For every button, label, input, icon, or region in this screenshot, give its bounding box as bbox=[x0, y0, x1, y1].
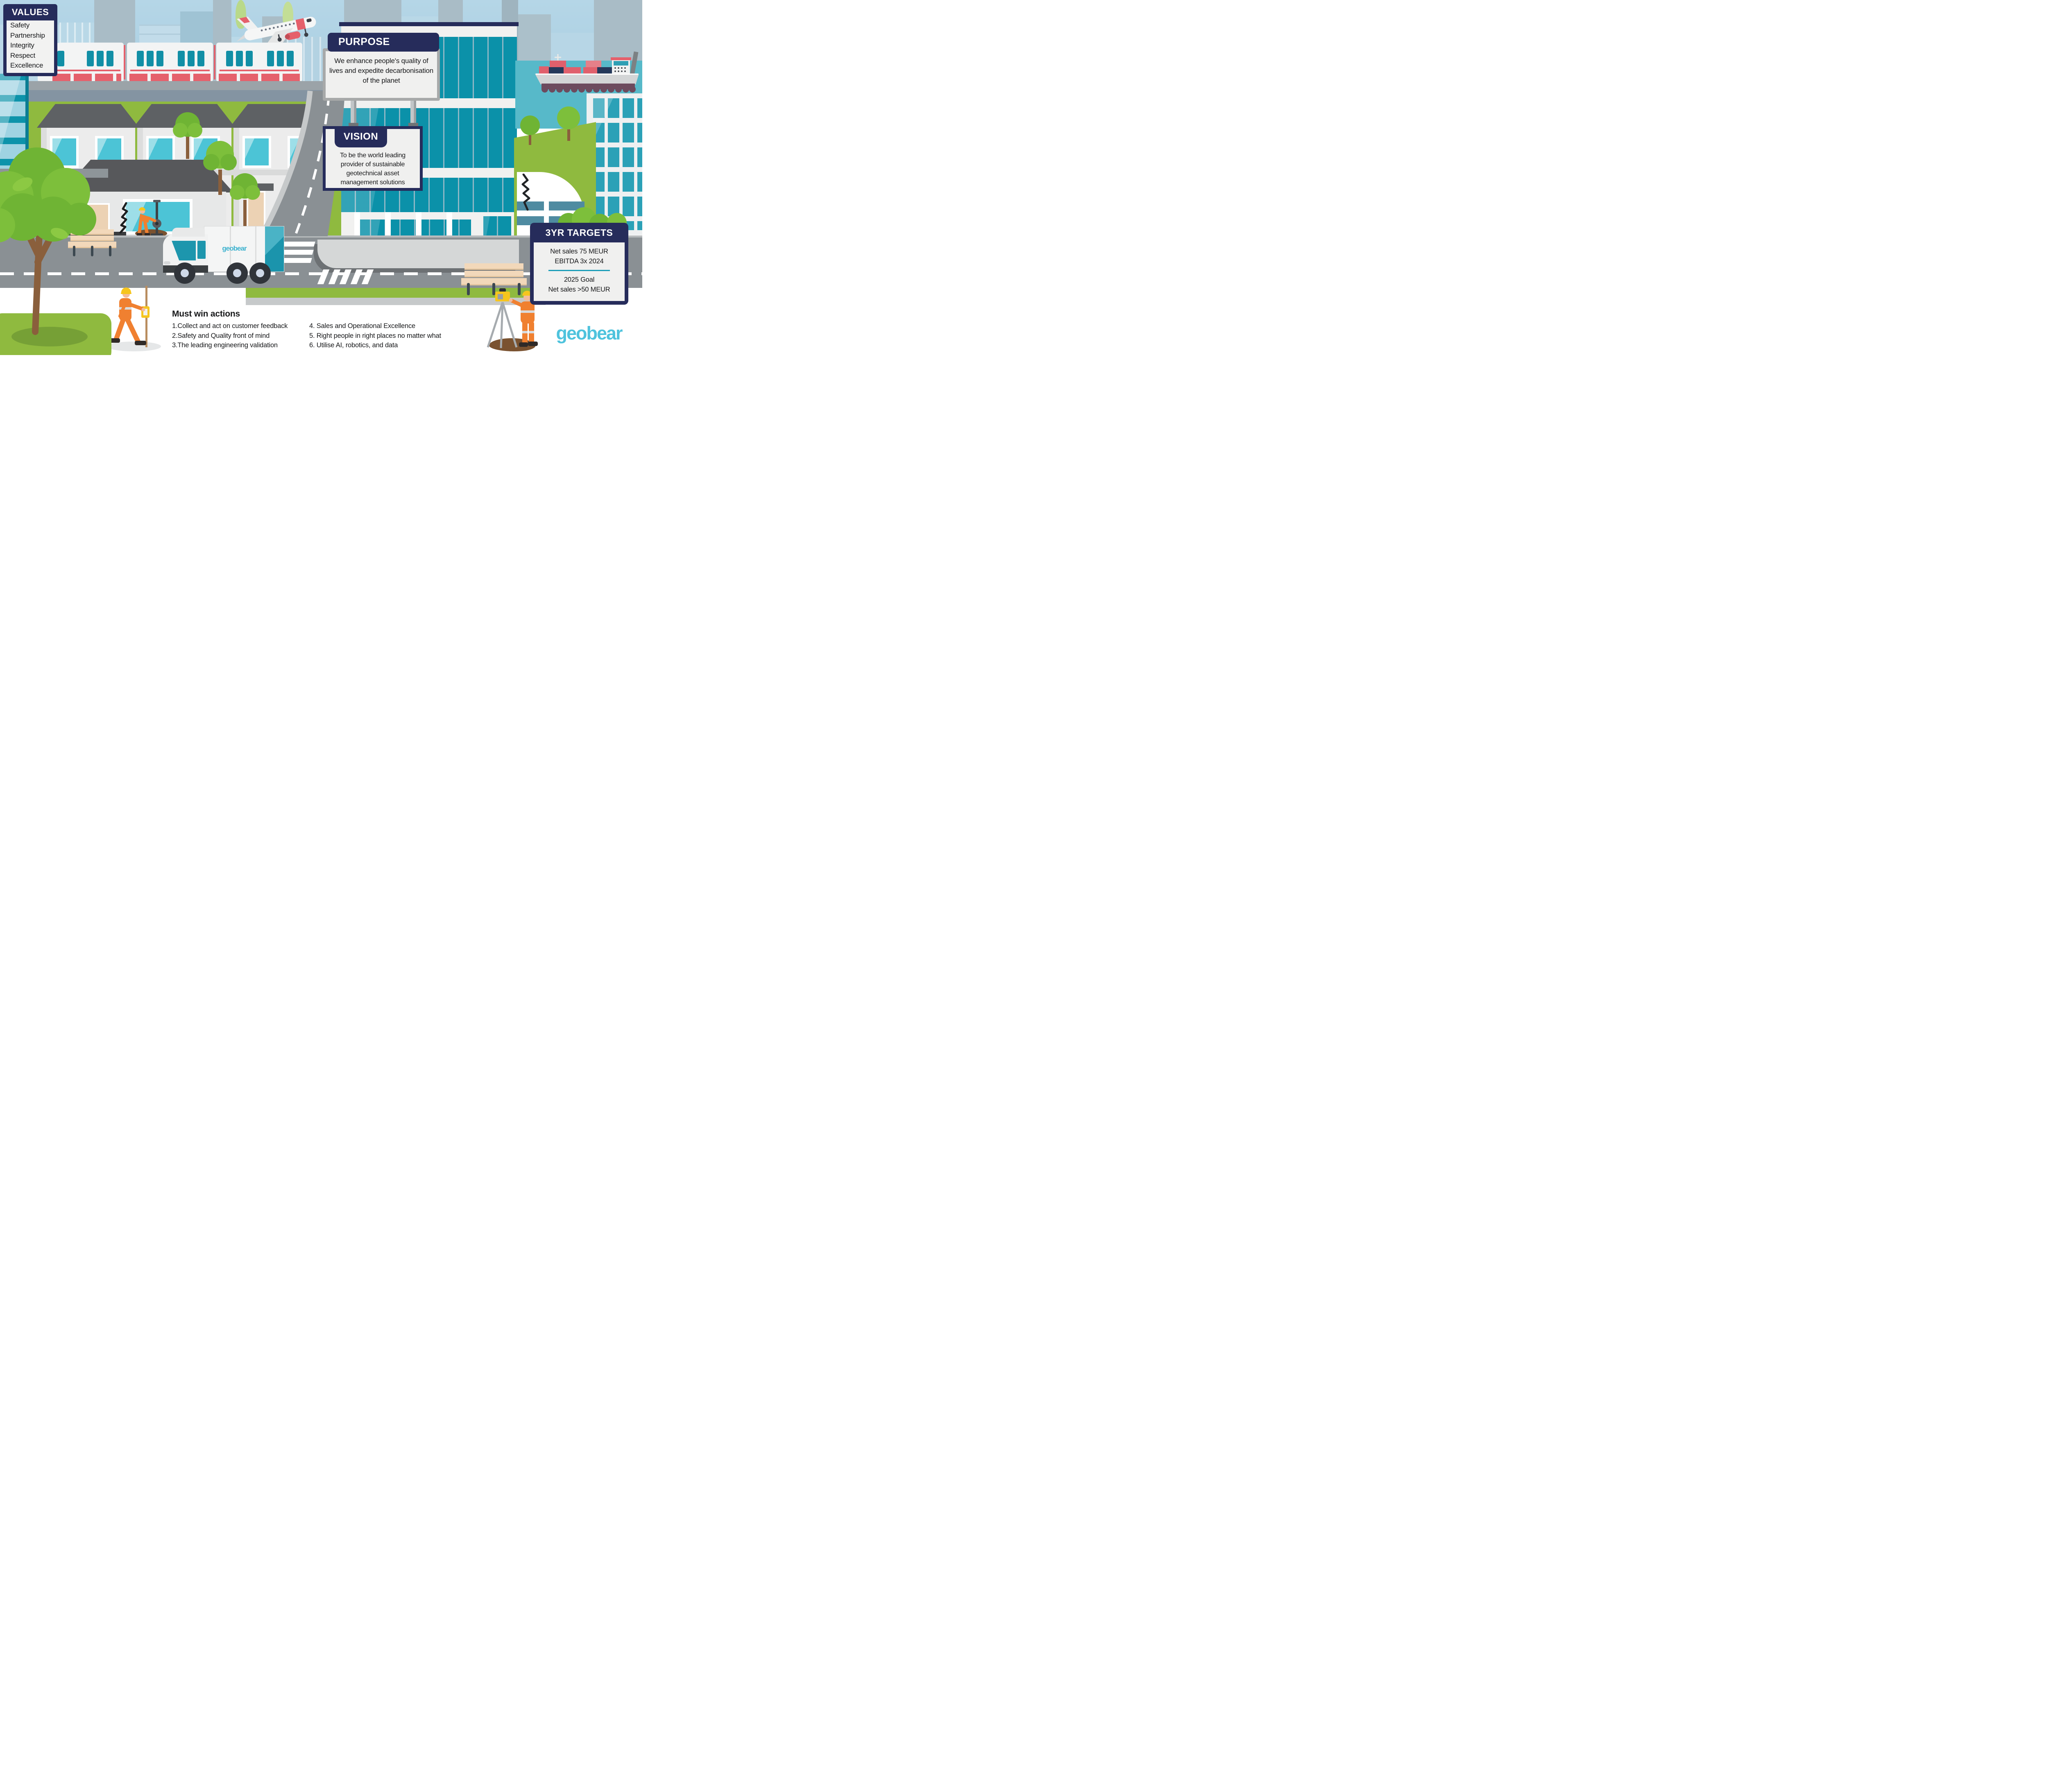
truck-cab bbox=[163, 228, 208, 273]
curved-building-window-band bbox=[517, 201, 584, 210]
geobear-logo: geobear bbox=[556, 323, 623, 344]
mustwin-item: 1.Collect and act on customer feedback bbox=[172, 322, 288, 330]
train-car bbox=[127, 43, 213, 82]
mustwin-item: 3.The leading engineering validation bbox=[172, 342, 278, 349]
geobear-truck-illustration: geobear bbox=[158, 223, 287, 289]
values-item: Integrity bbox=[10, 41, 34, 49]
small-tree-illustration bbox=[557, 106, 580, 141]
drill-worker-illustration bbox=[137, 200, 163, 236]
targets-goal-line: Net sales >50 MEUR bbox=[548, 286, 610, 293]
vision-title-tab: VISION bbox=[335, 129, 387, 147]
purpose-sign-post bbox=[410, 101, 416, 125]
purpose-board: We enhance people's quality of lives and… bbox=[323, 48, 440, 101]
train-car bbox=[216, 43, 302, 82]
tree-illustration bbox=[230, 173, 260, 227]
values-title: VALUES bbox=[11, 7, 49, 17]
truck-side-window bbox=[197, 241, 206, 259]
mustwin-column-2: 4. Sales and Operational Excellence 5. R… bbox=[309, 321, 473, 351]
tree-illustration bbox=[173, 112, 202, 159]
small-tree-illustration bbox=[520, 115, 540, 145]
tree-illustration bbox=[203, 141, 237, 195]
truck-teal-panel bbox=[265, 226, 284, 272]
rail-viaduct-girder bbox=[0, 90, 343, 102]
values-panel: VALUES Safety Partnership Integrity Resp… bbox=[3, 4, 57, 76]
values-item: Partnership bbox=[10, 31, 45, 39]
mustwin-item: 5. Right people in right places no matte… bbox=[309, 332, 441, 339]
rail-viaduct-deck bbox=[0, 81, 343, 90]
values-item: Respect bbox=[10, 51, 35, 59]
tree-shadow bbox=[11, 327, 88, 346]
targets-body: Net sales 75 MEUR EBITDA 3x 2024 2025 Go… bbox=[534, 242, 625, 301]
targets-divider bbox=[548, 270, 610, 271]
mustwin-item: 6. Utilise AI, robotics, and data bbox=[309, 342, 398, 349]
house-roof bbox=[37, 104, 139, 128]
skyline-building bbox=[594, 0, 642, 61]
cargo-ship-illustration bbox=[535, 51, 639, 93]
bench bbox=[461, 263, 528, 296]
airplane-illustration bbox=[236, 16, 316, 44]
truck-headlight bbox=[164, 261, 170, 265]
vision-text: To be the world leading provider of sust… bbox=[340, 152, 406, 186]
ground-crack-illustration bbox=[119, 202, 128, 233]
targets-panel: 3YR TARGETS Net sales 75 MEUR EBITDA 3x … bbox=[530, 223, 628, 305]
purpose-text: We enhance people's quality of lives and… bbox=[329, 57, 434, 84]
train-coupler bbox=[124, 45, 125, 79]
truck-box: geobear bbox=[204, 226, 284, 272]
purpose-title-tab: PURPOSE bbox=[328, 33, 439, 52]
big-tree-illustration bbox=[0, 147, 96, 335]
values-item: Safety bbox=[10, 21, 29, 29]
wall-crack-illustration bbox=[521, 174, 530, 211]
vision-panel: VISION To be the world leading provider … bbox=[323, 126, 423, 191]
values-item: Excellence bbox=[10, 61, 43, 69]
house-window bbox=[242, 136, 271, 168]
targets-line: Net sales 75 MEUR bbox=[550, 248, 608, 255]
values-list: Safety Partnership Integrity Respect Exc… bbox=[7, 20, 54, 73]
building-roof-cap bbox=[339, 22, 519, 26]
surveyor-illustration bbox=[487, 288, 538, 352]
walking-worker-illustration bbox=[107, 286, 161, 351]
truck-windshield bbox=[172, 241, 196, 260]
curved-building-mullion bbox=[544, 201, 549, 225]
targets-goal-line: 2025 Goal bbox=[564, 276, 595, 283]
purpose-title: PURPOSE bbox=[338, 36, 390, 48]
mustwin-column-1: 1.Collect and act on customer feedback 2… bbox=[172, 321, 311, 351]
targets-title: 3YR TARGETS bbox=[545, 227, 613, 238]
mustwin-item: 4. Sales and Operational Excellence bbox=[309, 322, 415, 330]
truck-logo-text: geobear bbox=[222, 244, 247, 252]
verge-sidewalk-strip bbox=[246, 298, 546, 305]
mustwin-title: Must win actions bbox=[172, 309, 240, 319]
targets-line: EBITDA 3x 2024 bbox=[555, 258, 604, 265]
train-coupler bbox=[214, 45, 215, 79]
infographic-canvas: geobear bbox=[0, 0, 642, 355]
right-building-windows bbox=[593, 98, 642, 230]
mustwin-item: 2.Safety and Quality front of mind bbox=[172, 332, 270, 339]
skyline-building bbox=[518, 14, 551, 61]
purpose-sign-post bbox=[351, 101, 356, 125]
vision-title: VISION bbox=[343, 131, 378, 142]
train-illustration bbox=[38, 43, 308, 82]
